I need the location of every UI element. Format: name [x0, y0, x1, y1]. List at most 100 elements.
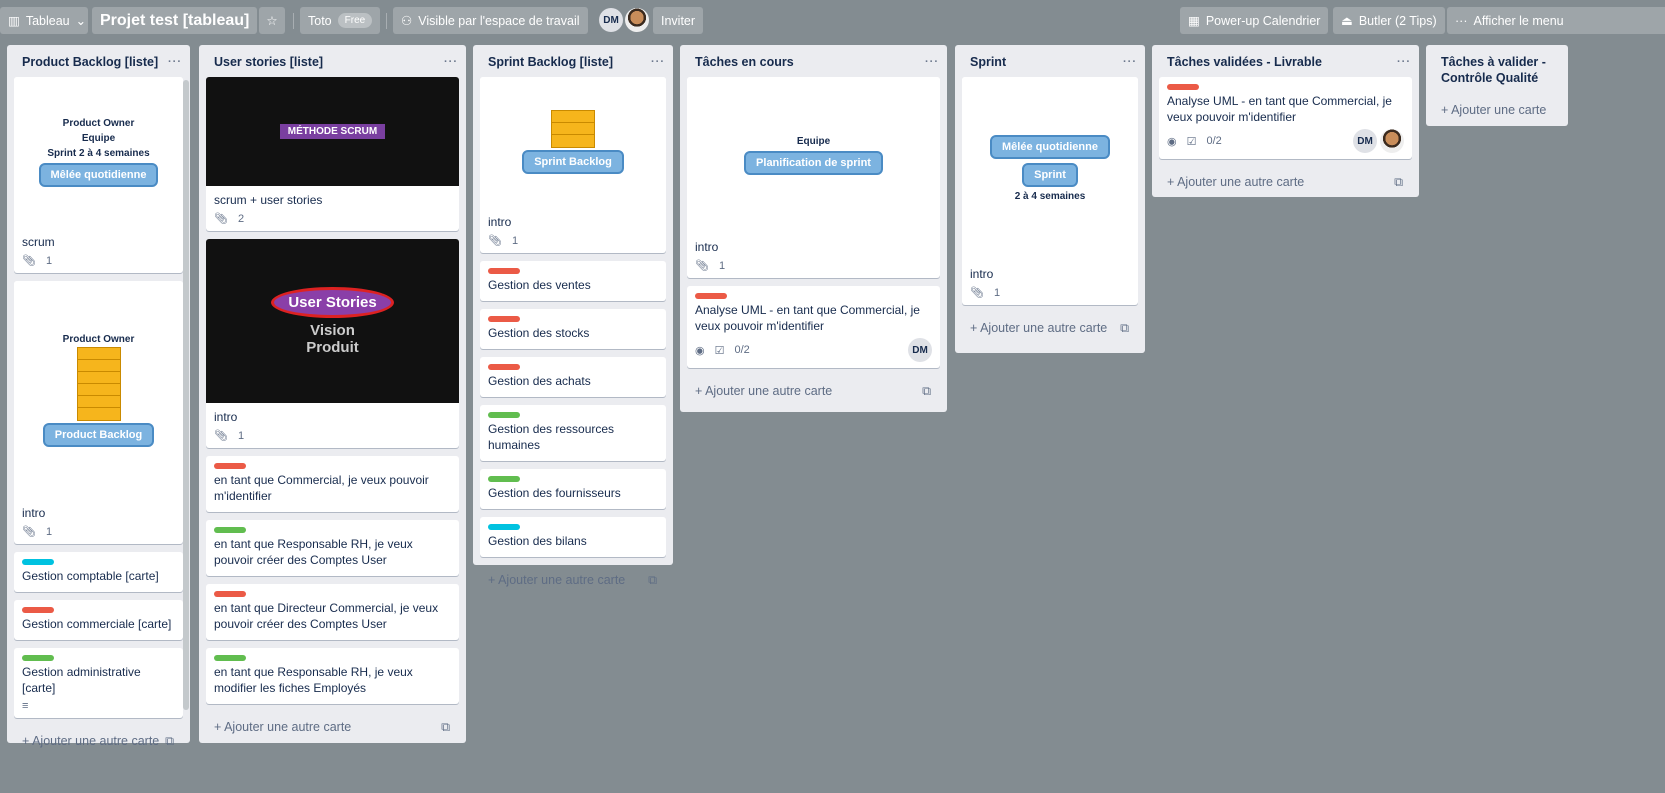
card[interactable]: Gestion des ventes	[480, 261, 666, 301]
list-title[interactable]: Sprint	[970, 55, 1007, 69]
card-cover-image: MÉTHODE SCRUM	[206, 77, 459, 186]
card-badges: 📎︎1	[14, 252, 183, 273]
list-menu-icon[interactable]: ···	[925, 56, 939, 68]
card[interactable]: en tant que Responsable RH, je veux pouv…	[206, 520, 459, 576]
add-card-button[interactable]: + Ajouter une autre carte⧉	[7, 726, 190, 752]
card-label-red[interactable]	[488, 364, 520, 370]
attachment-icon: 📎︎	[22, 526, 36, 538]
show-menu-button[interactable]: ···Afficher le menu	[1447, 7, 1665, 34]
list-6: Tâches à valider - Contrôle Qualité + Ajo…	[1426, 45, 1568, 126]
card-label-red[interactable]	[214, 463, 246, 469]
card-label-red[interactable]	[214, 591, 246, 597]
add-card-button[interactable]: + Ajouter une autre carte⧉	[955, 313, 1145, 339]
card-label-red[interactable]	[695, 293, 727, 299]
list-menu-icon[interactable]: ···	[1397, 56, 1411, 68]
list-menu-icon[interactable]: ···	[168, 56, 182, 68]
plus-icon: +	[214, 720, 225, 734]
attachment-icon: 📎︎	[970, 287, 984, 299]
card[interactable]: Gestion des fournisseurs	[480, 469, 666, 509]
card-badges: 📎︎1	[480, 232, 666, 253]
add-card: + Ajouter une autre carte	[488, 573, 625, 587]
list-menu-icon[interactable]: ···	[1123, 56, 1137, 68]
member-avatar[interactable]: DM	[908, 338, 932, 362]
calendar-powerup-button[interactable]: ▦Power-up Calendrier	[1180, 7, 1329, 34]
member-avatar-photo[interactable]	[625, 8, 649, 32]
card-label-red[interactable]	[22, 607, 54, 613]
card-label-green[interactable]	[22, 655, 54, 661]
list-scrollbar[interactable]	[183, 80, 189, 710]
card[interactable]: Analyse UML - en tant que Commercial, je…	[687, 286, 940, 368]
card-label-green[interactable]	[488, 412, 520, 418]
card[interactable]: en tant que Responsable RH, je veux modi…	[206, 648, 459, 704]
card[interactable]: Gestion des achats	[480, 357, 666, 397]
add-card-button[interactable]: + Ajouter une autre carte⧉	[680, 376, 947, 402]
member-avatar[interactable]: DM	[1353, 129, 1377, 153]
card-label-red[interactable]	[488, 316, 520, 322]
template-icon[interactable]: ⧉	[1394, 174, 1403, 189]
add-card: + Ajouter une autre carte	[214, 720, 351, 734]
eye-icon: ◉	[695, 344, 705, 357]
butler-button[interactable]: ⏏Butler (2 Tips)	[1333, 7, 1445, 34]
board-icon: ▥	[8, 14, 20, 28]
card[interactable]: Gestion comptable [carte]	[14, 552, 183, 592]
list-title[interactable]: Tâches à valider - Contrôle Qualité	[1441, 55, 1546, 85]
card-label-cyan[interactable]	[22, 559, 54, 565]
card-label-cyan[interactable]	[488, 524, 520, 530]
checklist-count: 0/2	[1206, 135, 1222, 147]
card-label-green[interactable]	[214, 655, 246, 661]
invite-button[interactable]: Inviter	[653, 7, 704, 34]
template-icon[interactable]: ⧉	[165, 733, 174, 748]
add-card-button[interactable]: + Ajouter une autre carte ⧉	[473, 565, 673, 591]
card-title: Gestion des ressources humaines	[488, 422, 615, 452]
visibility-button[interactable]: ⚇Visible par l'espace de travail	[393, 7, 588, 34]
plus-icon: +	[22, 734, 33, 748]
list-header: Tâches validées - Livrable ···	[1152, 45, 1419, 77]
list-title[interactable]: Sprint Backlog [liste]	[488, 55, 614, 69]
member-avatar[interactable]: DM	[599, 8, 623, 32]
card[interactable]: en tant que Directeur Commercial, je veu…	[206, 584, 459, 640]
add-card-button[interactable]: + Ajouter une autre carte⧉	[1152, 167, 1419, 193]
card[interactable]: Gestion commerciale [carte]	[14, 600, 183, 640]
template-icon[interactable]: ⧉	[648, 572, 657, 587]
card-label-red[interactable]	[1167, 84, 1199, 90]
card-label-red[interactable]	[488, 268, 520, 274]
add-card-button[interactable]: + Ajouter une autre carte ⧉	[199, 712, 466, 738]
template-icon[interactable]: ⧉	[441, 719, 450, 734]
list-title[interactable]: User stories [liste]	[214, 55, 324, 69]
card-badges: ≡	[14, 698, 183, 718]
card-title: en tant que Directeur Commercial, je veu…	[214, 601, 439, 631]
add-card-button[interactable]: + Ajouter une carte	[1426, 95, 1568, 121]
template-icon[interactable]: ⧉	[1120, 320, 1129, 335]
view-switcher[interactable]: ▥Tableau⌄	[0, 7, 88, 34]
card[interactable]: Gestion des ressources humaines	[480, 405, 666, 461]
card-label-green[interactable]	[214, 527, 246, 533]
card[interactable]: Gestion des stocks	[480, 309, 666, 349]
attachment-count: 2	[237, 212, 245, 225]
card[interactable]: en tant que Commercial, je veux pouvoir …	[206, 456, 459, 512]
card-label-green[interactable]	[488, 476, 520, 482]
board-title[interactable]: Projet test [tableau]	[92, 7, 258, 34]
list-menu-icon[interactable]: ···	[651, 56, 665, 68]
list-title[interactable]: Tâches en cours	[695, 55, 794, 69]
star-button[interactable]: ☆	[259, 7, 285, 34]
card[interactable]: Gestion administrative [carte]≡	[14, 648, 183, 718]
template-icon[interactable]: ⧉	[922, 383, 931, 398]
add-card-label: Ajouter une autre carte	[498, 573, 626, 587]
card-cover-image: Sprint Backlog	[480, 77, 666, 208]
card[interactable]: Gestion des bilans	[480, 517, 666, 557]
list-title[interactable]: Tâches validées - Livrable	[1167, 55, 1322, 69]
list-menu-icon[interactable]: ···	[444, 56, 458, 68]
member-avatar[interactable]	[1380, 129, 1404, 153]
card[interactable]: Analyse UML - en tant que Commercial, je…	[1159, 77, 1412, 159]
calendar-icon: ▦	[1188, 14, 1200, 28]
list-title[interactable]: Product Backlog [liste]	[22, 55, 159, 69]
